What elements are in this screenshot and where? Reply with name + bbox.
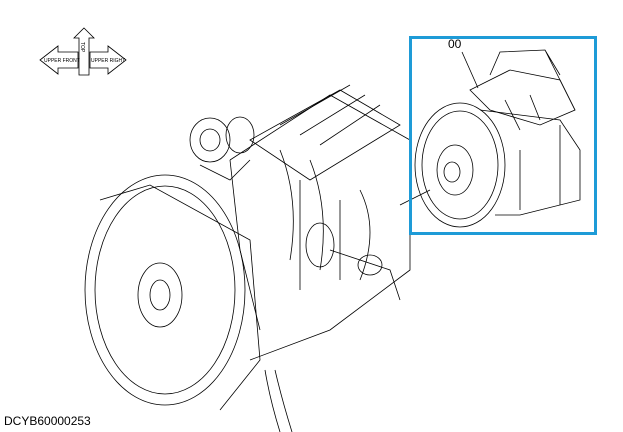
callout-leader-line [461, 51, 479, 89]
highlight-box [409, 36, 597, 235]
turbocharger [189, 116, 255, 181]
orientation-label-upper-right: UPPER RIGHT [91, 58, 125, 64]
engine-block [229, 84, 411, 361]
flywheel-housing [84, 174, 261, 411]
callout-label: 00 [448, 37, 462, 51]
hydraulic-pump [414, 49, 581, 228]
orientation-compass-icon: UPPER FRONT TOP UPPER RIGHT [39, 27, 127, 76]
drawing-code: DCYB60000253 [4, 414, 91, 428]
orientation-label-top: TOP [79, 42, 85, 53]
hoses [264, 189, 431, 432]
orientation-label-upper-front: UPPER FRONT [44, 58, 80, 64]
